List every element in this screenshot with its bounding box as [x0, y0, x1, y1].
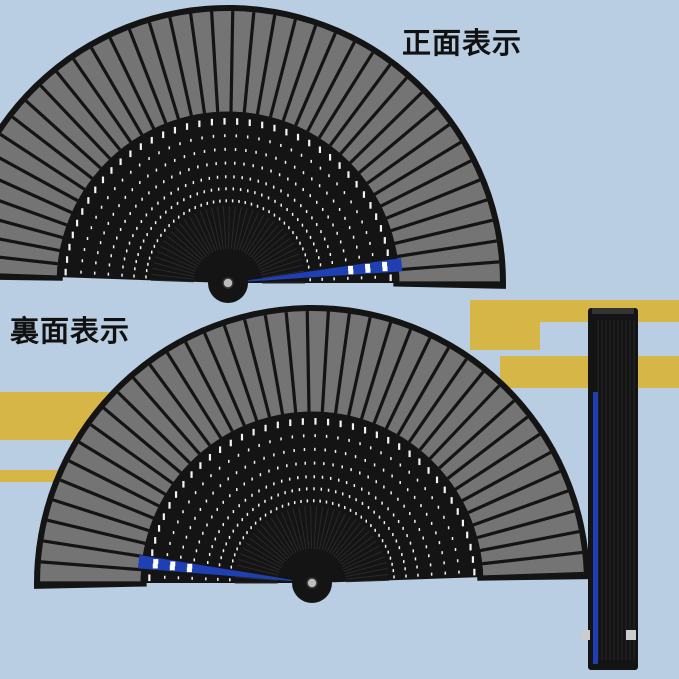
- fan-back-view: [34, 305, 590, 603]
- fan-back-blue-guard-stick: [137, 555, 293, 582]
- front-view-label: 正面表示: [402, 26, 523, 60]
- fan-front-stick-lines: [150, 205, 306, 284]
- fan-back-sticks: [140, 411, 484, 583]
- fan-front-guard-dots: [348, 261, 388, 275]
- back-view-label: 裏面表示: [10, 314, 131, 348]
- fan-back-carving-pattern: [148, 418, 476, 582]
- fan-back-ribs: [40, 311, 584, 585]
- folded-fan-view: [582, 308, 638, 670]
- fan-back-paper: [40, 311, 584, 583]
- fan-back-rivet: [306, 577, 318, 589]
- fan-front-blue-guard-stick: [247, 258, 403, 282]
- fan-front-ribs: [0, 11, 500, 285]
- folded-fan-rivet-right: [626, 630, 636, 640]
- fan-front-view: [0, 5, 506, 303]
- fan-back-guard-dots: [152, 559, 193, 573]
- fan-front-rivet: [222, 277, 234, 289]
- fan-front-paper: [0, 11, 500, 283]
- folded-fan-rivet-left: [582, 630, 590, 640]
- folded-fan-top: [592, 308, 634, 314]
- fan-back-stick-lines: [234, 505, 390, 584]
- fan-front-sticks: [56, 111, 400, 283]
- folded-fan-blue-stick: [593, 392, 598, 664]
